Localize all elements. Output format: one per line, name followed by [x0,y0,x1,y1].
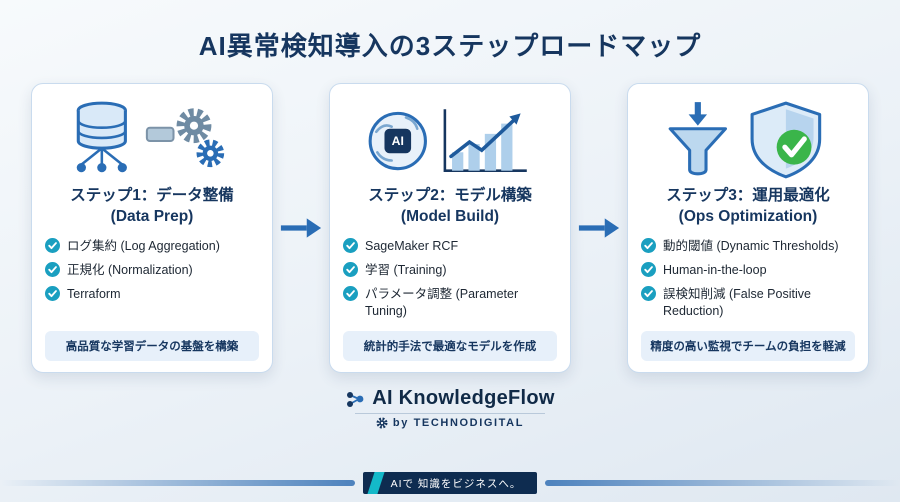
brand-divider [354,413,545,414]
funnel-shield-icon [668,101,822,179]
ai-badge-label: AI [392,134,404,148]
check-icon [641,286,656,302]
step1-icon-area [45,96,259,184]
list-item: ログ集約 (Log Aggregation) [45,237,259,254]
brand-row: AI KnowledgeFlow [345,387,555,410]
check-icon [45,237,60,253]
steps-row: ステップ1：データ整備 (Data Prep) ログ集約 (Log Aggreg… [31,83,869,373]
list-item: 正規化 (Normalization) [45,262,259,278]
tagline-banner: AIで 知識をビジネスへ。 [362,472,538,494]
page-title: AI異常検知導入の3ステップロードマップ [198,31,702,61]
gradient-bar-left [0,480,355,486]
bottom-banner-row: AIで 知識をビジネスへ。 [0,472,900,494]
list-item: 誤検知削減 (False Positive Reduction) [641,286,855,319]
arrow-right-icon [280,218,322,238]
flow-arrow-2 [577,215,621,241]
step3-title-jp: ステップ3：運用最適化 [666,187,830,204]
check-icon [343,286,358,302]
list-item-label: Terraform [67,287,121,302]
step3-checklist: 動的閾値 (Dynamic Thresholds) Human-in-the-l… [641,237,855,319]
arrow-right-icon [578,218,620,238]
step2-title-jp: ステップ2：モデル構築 [368,187,532,204]
step3-summary: 精度の高い監視でチームの負担を軽減 [641,331,855,361]
step2-checklist: SageMaker RCF 学習 (Training) パラメータ調整 (Par… [343,237,557,319]
flow-arrow-1 [279,215,323,241]
list-item: パラメータ調整 (Parameter Tuning) [343,286,557,319]
step1-checklist: ログ集約 (Log Aggregation) 正規化 (Normalizatio… [45,237,259,303]
list-item-label: パラメータ調整 (Parameter Tuning) [365,287,519,318]
step2-card: AI ステップ2：モデル構築 (Model Build) [329,83,571,373]
step3-title-en: (Ops Optimization) [678,207,818,225]
list-item-label: Human-in-the-loop [663,263,767,278]
byline-row: by TECHNODIGITAL [376,417,524,429]
step2-summary: 統計的手法で最適なモデルを作成 [343,331,557,361]
step2-title-en: (Model Build) [400,207,500,225]
step1-title-jp: ステップ1：データ整備 [70,187,234,204]
footer-brand-area: AI KnowledgeFlow by TECHNODIGITAL [345,387,555,429]
check-icon [641,262,656,278]
check-icon [641,237,656,253]
ai-brain-chart-icon: AI [368,109,527,172]
list-item-label: 学習 (Training) [365,263,447,278]
tagline-text: AIで 知識をビジネスへ。 [390,477,522,490]
list-item-label: 誤検知削減 (False Positive Reduction) [663,287,811,318]
step3-title: ステップ3：運用最適化 (Ops Optimization) [641,186,855,228]
step1-title: ステップ1：データ整備 (Data Prep) [45,186,259,228]
list-item: SageMaker RCF [343,237,557,254]
gradient-bar-right [545,480,900,486]
check-icon [343,237,358,253]
step1-card: ステップ1：データ整備 (Data Prep) ログ集約 (Log Aggreg… [31,83,273,373]
step2-title: ステップ2：モデル構築 (Model Build) [343,186,557,228]
gear-icon [376,417,388,429]
banner-accent [367,472,385,494]
database-gears-icon [76,101,225,173]
step2-icon-area: AI [343,96,557,184]
step3-icon-area [641,96,855,184]
list-item-label: 正規化 (Normalization) [67,263,193,278]
list-item-label: 動的閾値 (Dynamic Thresholds) [663,238,839,253]
list-item: 動的閾値 (Dynamic Thresholds) [641,237,855,254]
list-item-label: ログ集約 (Log Aggregation) [67,238,220,253]
brand-network-icon [347,391,364,407]
brand-name: AI KnowledgeFlow [372,387,555,409]
list-item: 学習 (Training) [343,262,557,278]
list-item: Human-in-the-loop [641,262,855,278]
check-icon [45,262,60,278]
step1-title-en: (Data Prep) [110,207,194,225]
list-item-label: SageMaker RCF [365,238,459,253]
check-icon [45,286,60,302]
check-icon [343,262,358,278]
step1-summary: 高品質な学習データの基盤を構築 [45,331,259,361]
list-item: Terraform [45,286,259,302]
step3-card: ステップ3：運用最適化 (Ops Optimization) 動的閾値 (Dyn… [627,83,869,373]
byline-text: by TECHNODIGITAL [392,417,525,429]
